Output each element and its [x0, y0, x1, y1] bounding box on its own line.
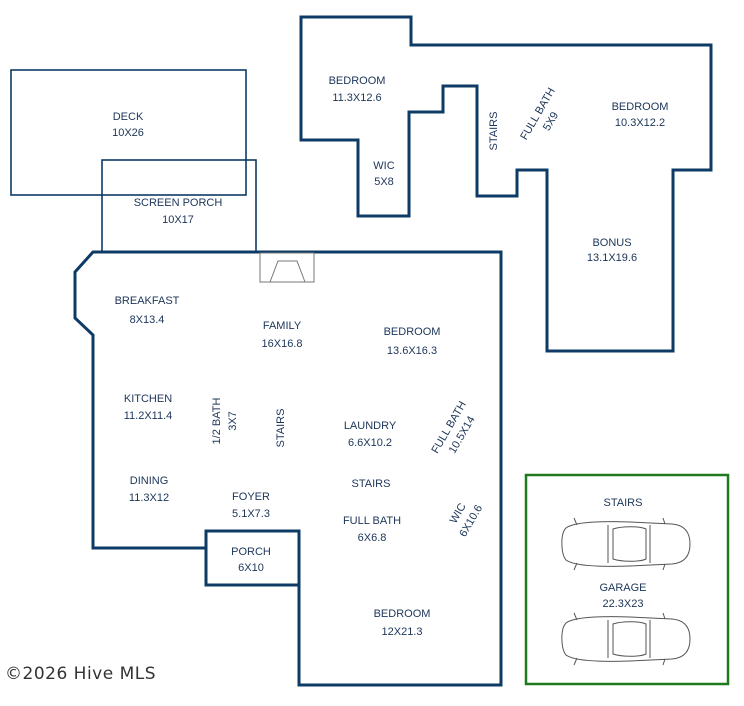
full-bath-center-size: 6X6.8: [358, 532, 387, 544]
deck-outline: [10, 69, 247, 196]
bedroom-bottom-size: 12X21.3: [382, 626, 423, 638]
bedroom-main-size: 13.6X16.3: [387, 345, 437, 357]
dining-label: DINING: [130, 475, 169, 487]
bedroom-bottom-label: BEDROOM: [374, 608, 431, 620]
garage-outline: [524, 473, 730, 686]
foyer-size: 5.1X7.3: [232, 508, 270, 520]
wic-upper-label: WIC: [373, 160, 394, 172]
deck-label: DECK: [113, 111, 144, 123]
garage-size: 22.3X23: [603, 598, 644, 610]
bedroom-upper-left-size: 11.3X12.6: [332, 92, 381, 104]
bonus-label: BONUS: [592, 237, 631, 249]
upper-floor-outline: [299, 15, 713, 353]
laundry-label: LAUNDRY: [344, 420, 397, 432]
stairs-center-label: STAIRS: [352, 478, 391, 490]
fireplace-icon: [259, 252, 315, 283]
dining-size: 11.3X12: [129, 492, 169, 504]
porch-label: PORCH: [231, 546, 271, 558]
porch-outline: [204, 529, 301, 587]
family-label: FAMILY: [263, 320, 302, 332]
family-size: 16X16.8: [262, 338, 303, 350]
screen-porch-label: SCREEN PORCH: [134, 197, 223, 209]
deck-size: 10X26: [112, 127, 144, 139]
bonus-size: 13.1X19.6: [587, 252, 637, 264]
garage-label: GARAGE: [599, 582, 646, 594]
car-icon: [561, 612, 691, 666]
full-bath-center-label: FULL BATH: [343, 515, 401, 527]
car-icon: [561, 517, 691, 571]
stairs-upper-label: STAIRS: [488, 112, 500, 151]
foyer-label: FOYER: [232, 491, 270, 503]
bedroom-upper-left-label: BEDROOM: [329, 75, 386, 87]
laundry-size: 6.6X10.2: [348, 437, 392, 449]
porch-size: 6X10: [238, 562, 264, 574]
stairs-garage-label: STAIRS: [604, 497, 643, 509]
kitchen-size: 11.2X11.4: [124, 410, 173, 422]
breakfast-label: BREAKFAST: [115, 295, 180, 307]
half-bath-size: 3X7: [227, 411, 239, 431]
breakfast-size: 8X13.4: [130, 314, 165, 326]
stairs-main-label: STAIRS: [275, 409, 287, 448]
bedroom-main-label: BEDROOM: [384, 326, 441, 338]
screen-porch-size: 10X17: [162, 214, 194, 226]
bedroom-upper-right-label: BEDROOM: [612, 101, 669, 113]
copyright-watermark: ©2026 Hive MLS: [5, 664, 157, 684]
bedroom-upper-right-size: 10.3X12.2: [615, 117, 665, 129]
wic-upper-size: 5X8: [374, 176, 394, 188]
half-bath-label: 1/2 BATH: [211, 398, 223, 445]
kitchen-label: KITCHEN: [124, 393, 172, 405]
